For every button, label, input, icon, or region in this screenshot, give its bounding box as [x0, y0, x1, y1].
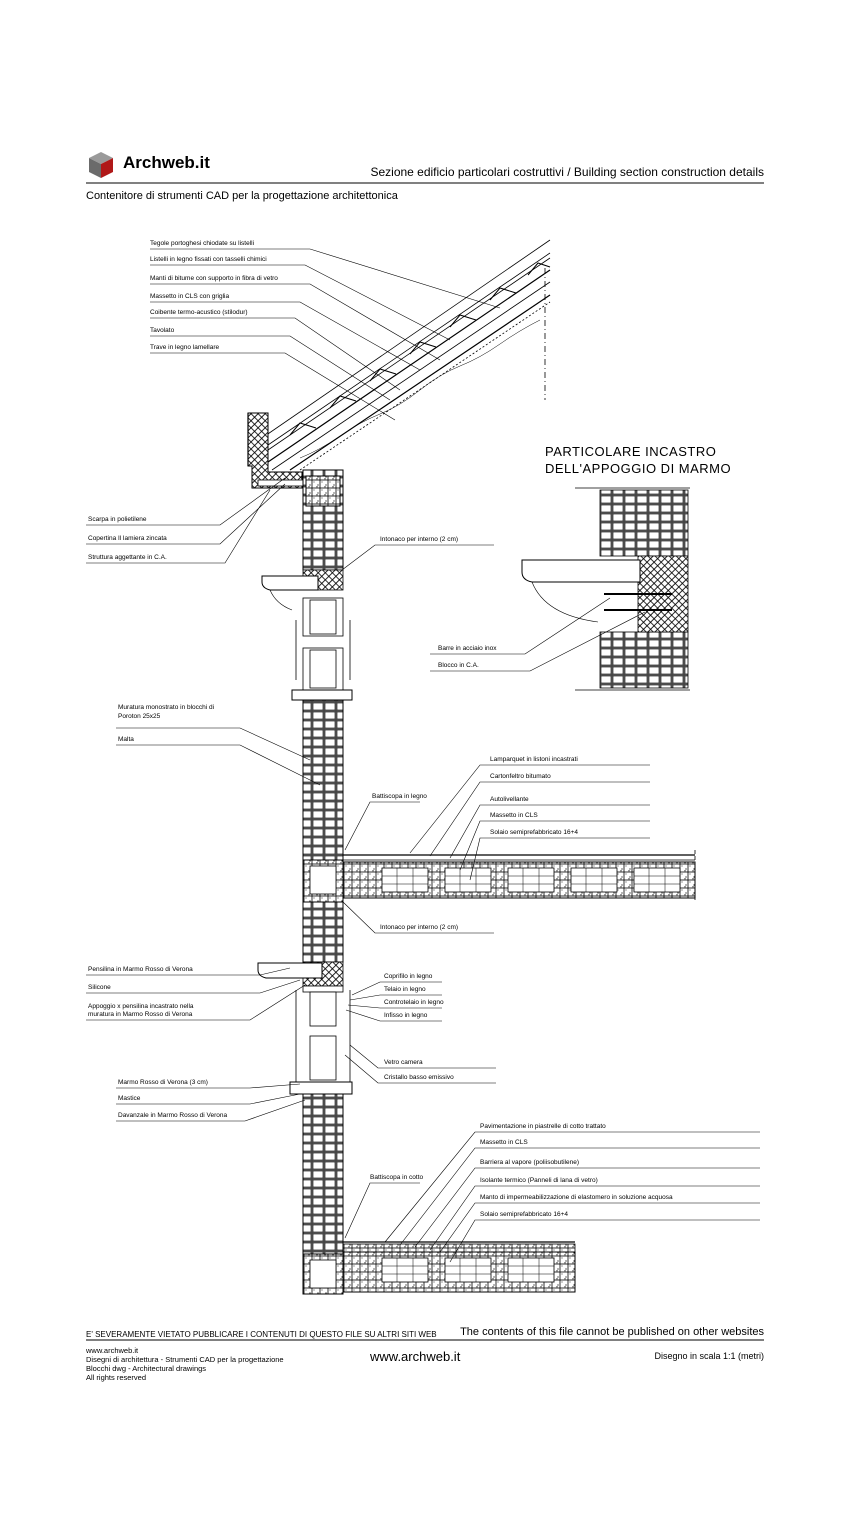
eave-label-1: Scarpa in polietilene: [88, 516, 147, 523]
footer-line-2: Disegni di architettura - Strumenti CAD …: [86, 1355, 284, 1364]
window-label-controtelaio: Controtelaio in legno: [384, 999, 444, 1006]
footer-warning-it: E' SEVERAMENTE VIETATO PUBBLICARE I CONT…: [86, 1330, 437, 1339]
roof-label-5: Coibente termo-acustico (stilodur): [150, 309, 248, 316]
middle-wall: [257, 699, 353, 1095]
detail-label-block: Blocco in C.A.: [438, 662, 479, 669]
roof-label-6: Tavolato: [150, 327, 175, 334]
ground-label-2: Massetto in CLS: [480, 1139, 528, 1146]
footer-warning-en: The contents of this file cannot be publ…: [460, 1326, 764, 1338]
wall-label-malta: Malta: [118, 736, 134, 743]
footer-line-3: Blocchi dwg - Architectural drawings: [86, 1364, 207, 1373]
floor1-label-2: Cartonfeltro bitumato: [490, 773, 551, 780]
roof-label-4: Massetto in CLS con griglia: [150, 293, 230, 300]
ground-floor: [342, 1241, 576, 1293]
lower-wall: [302, 1093, 344, 1295]
window-label-telaio: Telaio in legno: [384, 986, 426, 993]
sheet-subtitle: Contenitore di strumenti CAD per la prog…: [86, 190, 398, 202]
marble-support-detail: [521, 487, 690, 691]
ground-label-6: Solaio semiprefabbricato 16+4: [480, 1211, 568, 1218]
ground-label-4: Isolante termico (Panneli di lana di vet…: [480, 1177, 598, 1184]
footer-line-1: www.archweb.it: [86, 1346, 139, 1355]
intermediate-floor: [342, 850, 696, 900]
floor1-label-5: Solaio semiprefabbricato 16+4: [490, 829, 578, 836]
appoggio-label-1: Appoggio x pensilina incastrato nella: [88, 1003, 194, 1010]
battiscopa-legno-label: Battiscopa in legno: [372, 793, 427, 800]
sill-label-mastice: Mastice: [118, 1095, 141, 1102]
roof-label-1: Tegole portoghesi chiodate su listelli: [150, 240, 255, 247]
detail-title-line2: DELL'APPOGGIO DI MARMO: [545, 461, 732, 476]
eave-label-2: Copertina Il lamiera zincata: [88, 535, 167, 542]
floor1-label-3: Autolivellante: [490, 796, 529, 803]
eave-structure: [247, 412, 307, 489]
leader-lines: [86, 248, 760, 1263]
archweb-logo-icon: [89, 152, 113, 178]
eave-label-3: Struttura aggettante in C.A.: [88, 554, 167, 561]
detail-label-bars: Barre in acciaio inox: [438, 645, 497, 652]
roof-label-7: Trave in legno lamellare: [150, 344, 220, 351]
floor1-label-4: Massetto in CLS: [490, 812, 538, 819]
roof-section: [261, 239, 551, 471]
sill-label-marmo: Marmo Rosso di Verona (3 cm): [118, 1079, 208, 1086]
ground-label-5: Manto di impermeabilizzazione di elastom…: [480, 1194, 673, 1201]
detail-title-line1: PARTICOLARE INCASTRO: [545, 444, 717, 459]
roof-label-3: Manti di bitume con supporto in fibra di…: [150, 275, 278, 282]
intonaco-label-1: Intonaco per interno (2 cm): [380, 536, 459, 543]
wall-label-muratura-1: Muratura monostrato in blocchi di: [118, 704, 215, 711]
sheet-title: Sezione edificio particolari costruttivi…: [370, 165, 764, 179]
appoggio-label-2: muratura in Marmo Rosso di Verona: [88, 1011, 193, 1018]
upper-wall: [261, 469, 353, 701]
roof-label-2: Listelli in legno fissati con tasselli c…: [150, 256, 267, 263]
window-label-coprifilo: Coprifilo in legno: [384, 973, 433, 980]
brand-name: Archweb.it: [123, 153, 210, 172]
intonaco-label-2: Intonaco per interno (2 cm): [380, 924, 459, 931]
floor1-label-1: Lamparquet in listoni incastrati: [490, 756, 578, 763]
ground-label-1: Pavimentazione in piastrelle di cotto tr…: [480, 1123, 606, 1130]
window-label-infisso: Infisso in legno: [384, 1012, 428, 1019]
footer-scale: Disegno in scala 1:1 (metri): [654, 1351, 764, 1361]
ground-label-3: Barriera al vapore (poliisobutilene): [480, 1159, 579, 1166]
sill-label-davanzale: Davanzale in Marmo Rosso di Verona: [118, 1112, 228, 1119]
footer-line-4: All rights reserved: [86, 1373, 147, 1382]
wall-label-muratura-2: Poroton 25x25: [118, 713, 161, 720]
silicone-label: Silicone: [88, 984, 111, 991]
glass-label-cristallo: Cristallo basso emissivo: [384, 1074, 454, 1081]
pensilina-label: Pensilina in Marmo Rosso di Verona: [88, 966, 193, 973]
footer-website[interactable]: www.archweb.it: [370, 1349, 461, 1364]
battiscopa-cotto-label: Battiscopa in cotto: [370, 1174, 424, 1181]
glass-label-vetro: Vetro camera: [384, 1059, 423, 1066]
